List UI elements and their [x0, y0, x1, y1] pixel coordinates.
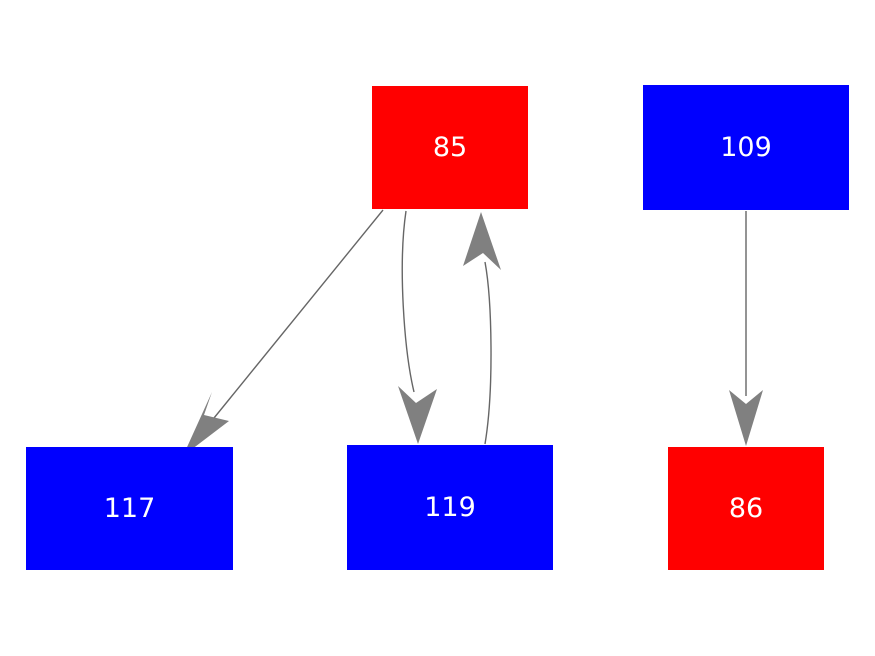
graph-node-109[interactable]: 109: [643, 85, 849, 210]
graph-node-86[interactable]: 86: [668, 447, 824, 570]
edge-109-to-86: [729, 211, 763, 446]
graph-node-label: 117: [103, 493, 156, 524]
edge-109-to-86-arrowhead: [729, 390, 763, 446]
graph-node-label: 109: [720, 132, 772, 163]
graph-node-label: 86: [728, 493, 764, 524]
graph-node-117[interactable]: 117: [26, 447, 233, 570]
edge-119-to-85-line: [484, 261, 492, 445]
graph-node-119[interactable]: 119: [347, 445, 553, 570]
edge-119-to-85: [463, 212, 501, 445]
graph-node-label: 119: [424, 492, 476, 523]
edge-85-to-119-line: [401, 210, 415, 393]
edge-85-to-119: [398, 210, 437, 444]
edge-85-to-117-line: [213, 209, 384, 419]
graph-node-label: 85: [432, 132, 468, 163]
edge-85-to-117: [183, 209, 384, 456]
edge-119-to-85-arrowhead: [463, 212, 501, 270]
graph-node-85[interactable]: 85: [372, 86, 528, 209]
edge-85-to-119-arrowhead: [398, 386, 437, 444]
